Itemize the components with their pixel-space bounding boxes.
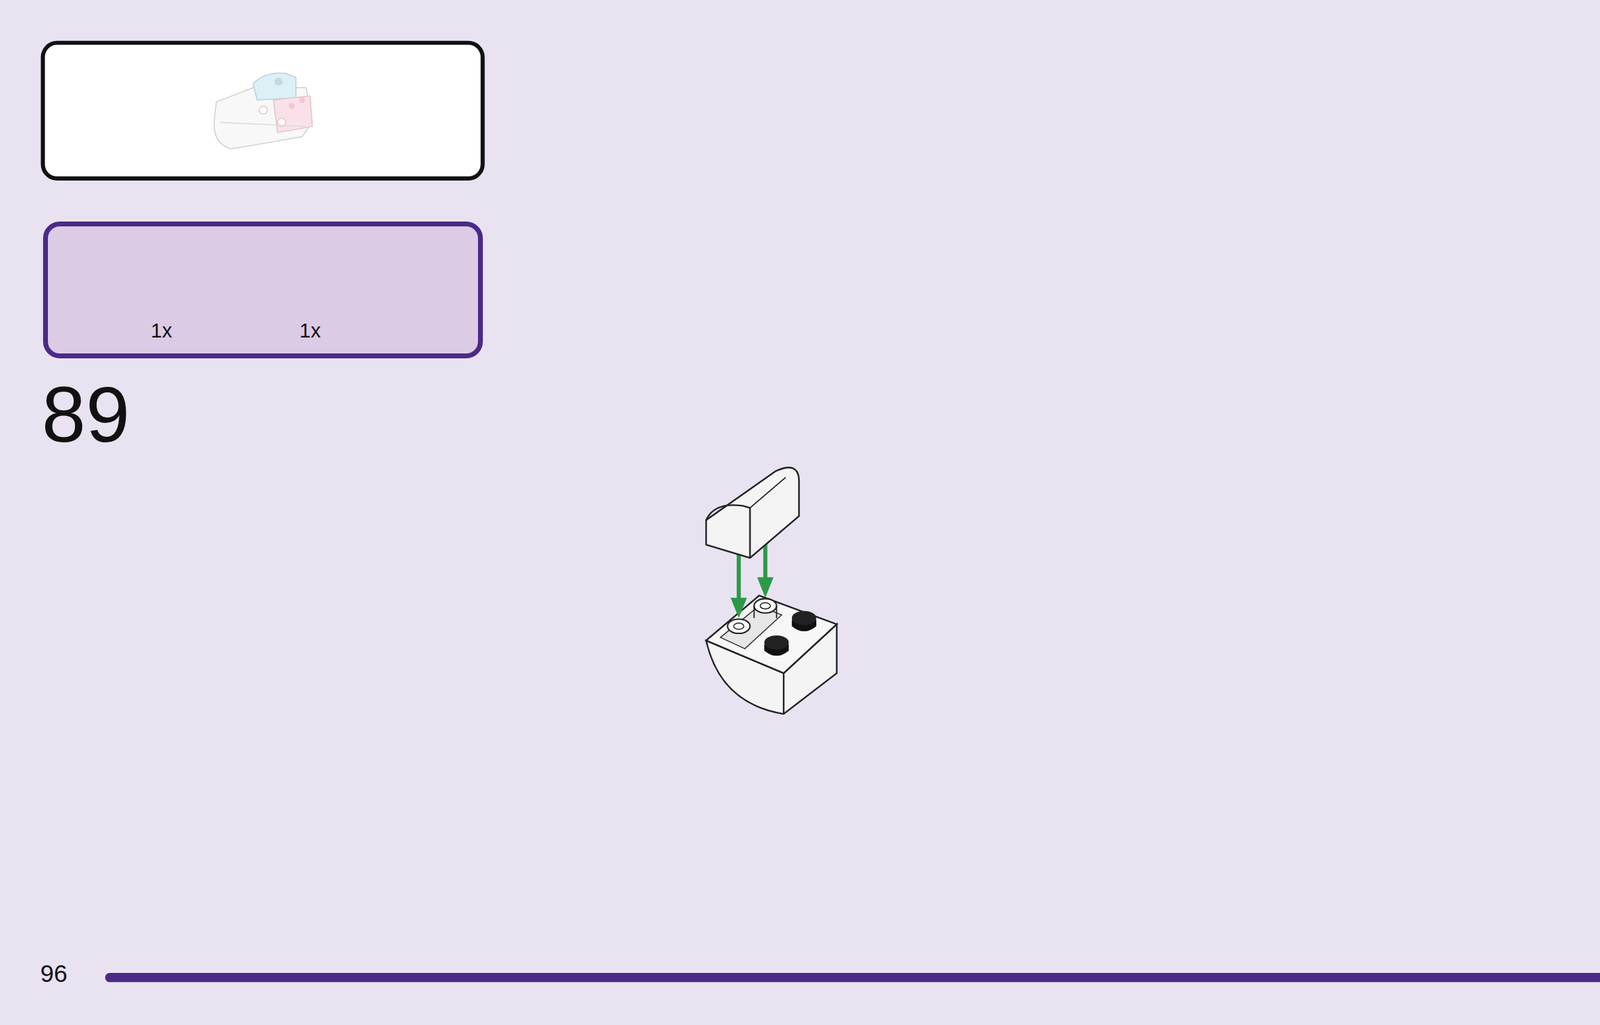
- part-count: 1x: [150, 319, 173, 343]
- parts-callout: 1x 1x: [43, 221, 483, 359]
- curved-slope-brick: [705, 467, 799, 558]
- part-count: 1x: [299, 319, 321, 343]
- page-number: 96: [40, 961, 68, 986]
- step-number: 89: [41, 375, 130, 455]
- preview-box: [43, 43, 483, 179]
- preview-model: [213, 72, 312, 149]
- page-bar: [104, 973, 1600, 983]
- inverted-curve-brick: [705, 596, 837, 715]
